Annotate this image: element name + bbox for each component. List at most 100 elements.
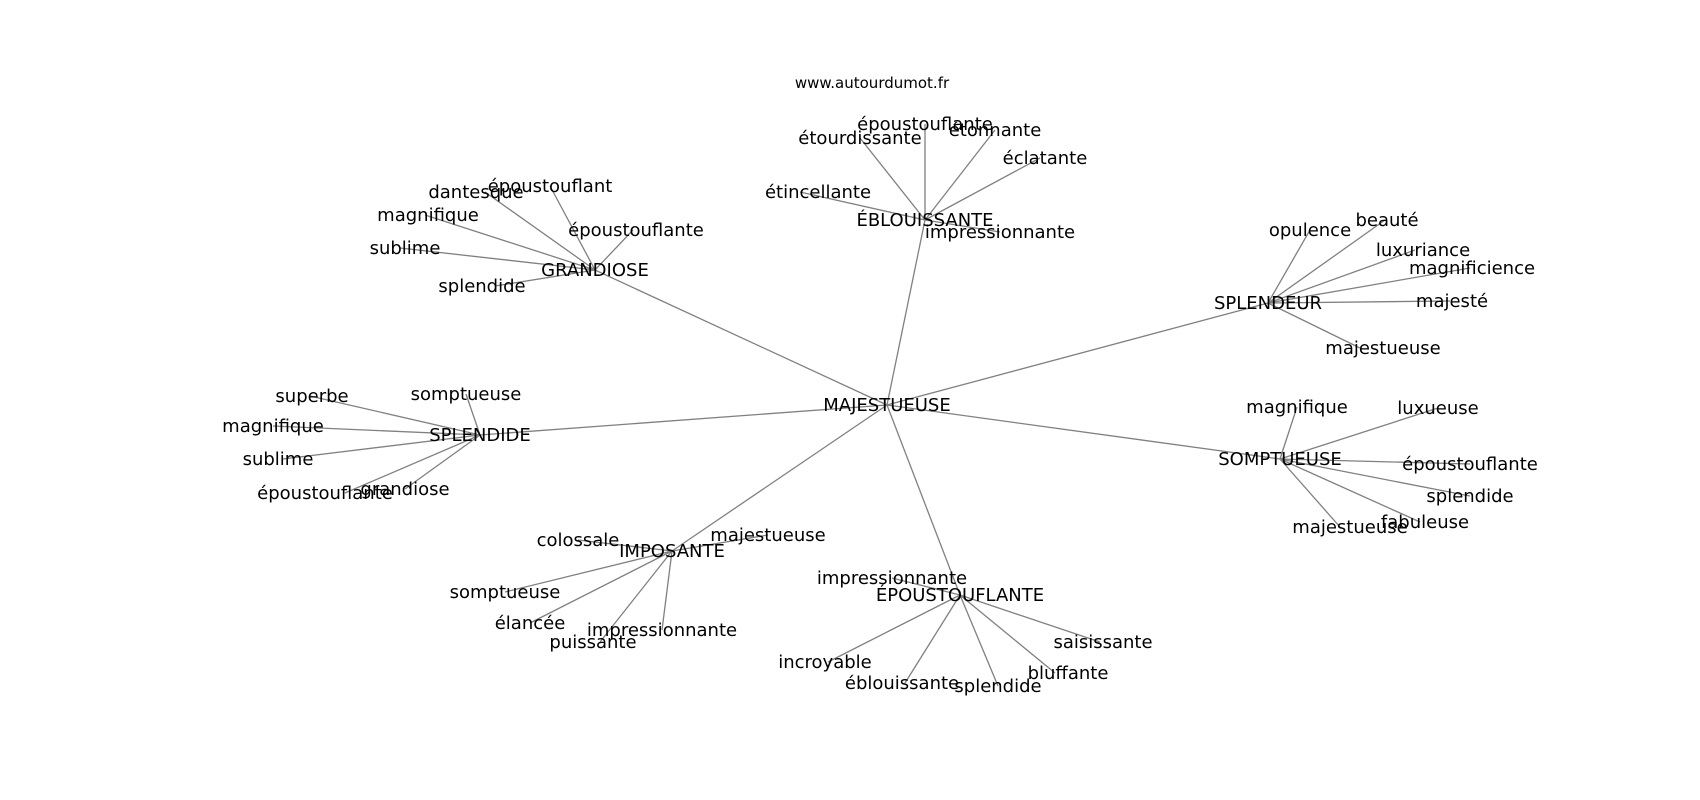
- leaf-node-label: étincellante: [765, 182, 871, 203]
- leaf-node-label: majesté: [1416, 291, 1488, 312]
- edge-hub-to-word: [891, 577, 961, 596]
- edge-hub-to-word: [671, 534, 769, 552]
- leaf-node-label: colossale: [537, 530, 620, 551]
- leaf-node-label: époustouflante: [1402, 454, 1538, 475]
- leaf-node-label: époustouflante: [257, 483, 393, 504]
- leaf-node-label: époustouflante: [568, 220, 704, 241]
- leaf-node-label: superbe: [275, 386, 348, 407]
- edge-hub-to-word: [404, 434, 481, 490]
- leaf-node-label: saisissante: [1053, 632, 1152, 653]
- edge-center-to-hub: [479, 404, 888, 436]
- edge-hub-to-word: [1279, 458, 1341, 528]
- leaf-node-label: dantesque: [428, 182, 523, 203]
- leaf-node-label: somptueuse: [411, 384, 522, 405]
- edge-hub-to-word: [799, 191, 926, 221]
- source-url: www.autourdumot.fr: [795, 74, 950, 92]
- edge-hub-to-word: [282, 434, 481, 460]
- hub-node-label: SPLENDEUR: [1214, 293, 1322, 314]
- leaf-node-label: élancée: [495, 613, 566, 634]
- edge-hub-to-word: [924, 157, 1041, 221]
- hub-node-label: ÉBLOUISSANTE: [856, 209, 993, 231]
- edge-hub-to-word: [904, 594, 961, 684]
- leaf-node-label: fabuleuse: [1381, 512, 1469, 533]
- leaf-node-label: impressionnante: [817, 568, 967, 589]
- leaf-node-label: splendide: [438, 276, 525, 297]
- leaf-node-label: splendide: [1426, 486, 1513, 507]
- edge-hub-to-word: [661, 550, 673, 631]
- edge-center-to-hub: [886, 404, 961, 596]
- edge-hub-to-word: [1279, 407, 1439, 460]
- leaf-node-label: opulence: [1269, 220, 1351, 241]
- edge-hub-to-word: [1267, 229, 1311, 304]
- leaf-node-label: incroyable: [778, 652, 872, 673]
- edge-hub-to-word: [599, 550, 673, 643]
- hub-node-label: IMPOSANTE: [619, 541, 725, 562]
- leaf-node-label: étonnante: [949, 120, 1042, 141]
- hub-node-label: SPLENDIDE: [429, 425, 531, 446]
- leaf-node-label: éclatante: [1003, 148, 1088, 169]
- edge-hub-to-word: [959, 594, 1101, 643]
- leaf-node-label: luxuriance: [1376, 240, 1470, 261]
- leaf-node-label: splendide: [954, 676, 1041, 697]
- leaf-node-label: époustouflante: [857, 114, 993, 135]
- leaf-node-label: époustouflant: [488, 176, 613, 197]
- leaf-node-label: magnifique: [222, 416, 324, 437]
- center-node-label: MAJESTUEUSE: [823, 395, 950, 416]
- edge-hub-to-word: [1267, 302, 1361, 349]
- leaf-node-label: majestueuse: [1292, 517, 1407, 538]
- edge-hub-to-word: [577, 539, 673, 552]
- edge-hub-to-word: [399, 247, 596, 271]
- leaf-node-label: magnifique: [1246, 397, 1348, 418]
- leaf-node-label: sublime: [243, 449, 314, 470]
- edge-hub-to-word: [924, 129, 996, 221]
- leaf-node-label: sublime: [370, 238, 441, 259]
- leaf-node-label: magnifique: [377, 205, 479, 226]
- edge-hub-to-word: [1267, 249, 1416, 304]
- edge-hub-to-word: [1267, 219, 1386, 304]
- leaf-node-label: impressionnante: [925, 222, 1075, 243]
- edge-center-to-hub: [671, 404, 888, 552]
- leaf-node-label: somptueuse: [450, 582, 561, 603]
- leaf-node-label: majestueuse: [710, 525, 825, 546]
- leaf-node-label: étourdissante: [798, 128, 921, 149]
- hub-node-label: SOMPTUEUSE: [1218, 449, 1342, 470]
- edge-center-to-hub: [886, 404, 1281, 460]
- edge-hub-to-word: [549, 185, 596, 271]
- edge-hub-to-word: [827, 594, 961, 663]
- edge-hub-to-word: [859, 137, 926, 221]
- leaf-node-label: majestueuse: [1325, 338, 1440, 359]
- edge-hub-to-word: [1267, 300, 1451, 304]
- edge-hub-to-word: [272, 425, 481, 436]
- edge-hub-to-word: [959, 594, 1056, 674]
- leaf-node-label: grandiose: [360, 479, 449, 500]
- edge-hub-to-word: [959, 594, 999, 687]
- leaf-node-label: beauté: [1355, 210, 1418, 231]
- edge-hub-to-word: [529, 550, 673, 624]
- edge-hub-to-word: [1279, 458, 1421, 523]
- edge-hub-to-word: [504, 550, 673, 593]
- leaf-node-label: bluffante: [1028, 663, 1109, 684]
- edge-hub-to-word: [1267, 267, 1471, 304]
- edge-hub-to-word: [309, 395, 481, 436]
- edge-hub-to-word: [924, 219, 1001, 233]
- leaf-node-label: éblouissante: [845, 673, 959, 694]
- graph-labels: MAJESTUEUSEÉBLOUISSANTEépoustouflanteéto…: [222, 114, 1538, 697]
- edge-hub-to-word: [1279, 458, 1471, 497]
- hub-node-label: ÉPOUSTOUFLANTE: [876, 584, 1044, 606]
- edge-hub-to-word: [344, 434, 481, 494]
- leaf-node-label: luxueuse: [1397, 398, 1478, 419]
- edge-center-to-hub: [886, 219, 926, 406]
- edge-hub-to-word: [594, 229, 634, 271]
- leaf-node-label: impressionnante: [587, 620, 737, 641]
- edge-hub-to-word: [494, 269, 596, 287]
- edge-hub-to-word: [465, 393, 481, 436]
- edge-hub-to-word: [1279, 458, 1471, 465]
- hub-node-label: GRANDIOSE: [541, 260, 649, 281]
- edge-hub-to-word: [1279, 406, 1298, 460]
- edge-center-to-hub: [594, 269, 888, 406]
- leaf-node-label: magnificience: [1409, 258, 1535, 279]
- edge-center-to-hub: [886, 302, 1269, 406]
- graph-edges: [272, 124, 1471, 687]
- edge-hub-to-word: [424, 214, 596, 271]
